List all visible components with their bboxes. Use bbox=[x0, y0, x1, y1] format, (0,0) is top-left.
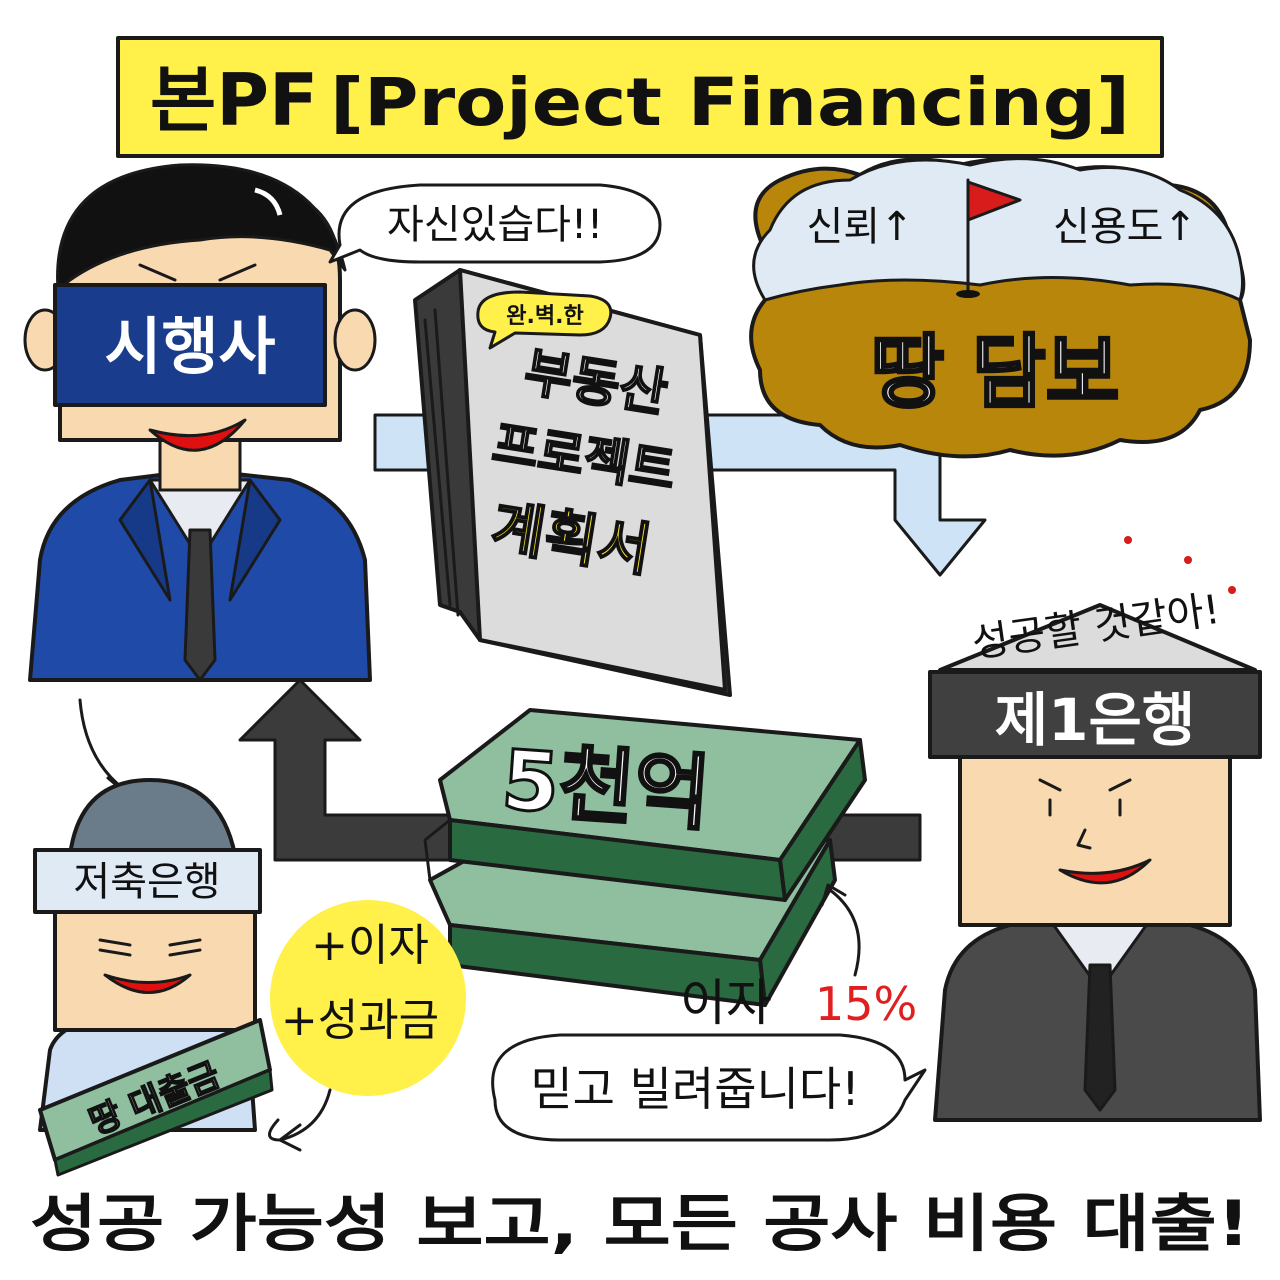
caption: 성공 가능성 보고, 모든 공사 비용 대출! bbox=[30, 1187, 1250, 1260]
bonus-line1: +이자 bbox=[311, 920, 429, 971]
collateral-trust: 신뢰↑ bbox=[806, 204, 913, 250]
bank1-speech: 믿고 빌려줍니다! bbox=[530, 1062, 859, 1116]
developer-speech: 자신있습다!! bbox=[387, 202, 603, 248]
bank1-speech-bubble: 믿고 빌려줍니다! bbox=[491, 1033, 927, 1142]
title-banner: 본PF [Project Financing] bbox=[116, 36, 1164, 158]
collateral-credit: 신용도↑ bbox=[1053, 204, 1197, 250]
bank1-character: 제1은행 성공할 것같아! bbox=[928, 536, 1262, 1122]
bank1-label: 제1은행 bbox=[995, 686, 1195, 754]
savings-bank-label: 저축은행 bbox=[73, 859, 220, 905]
developer-character: 시행사 bbox=[23, 163, 377, 682]
bonus-note: +이자 +성과금 bbox=[268, 900, 466, 1152]
interest-note: 이자 15% bbox=[680, 883, 917, 1032]
interest-rate: 15% bbox=[815, 977, 917, 1031]
collateral-land: 땅 담보 bbox=[871, 326, 1120, 419]
title-prefix: 본PF bbox=[150, 58, 318, 142]
plan-book: 완.벽.한 부동산 프로젝트 계획서 bbox=[413, 268, 732, 697]
plan-book-tag: 완.벽.한 bbox=[506, 304, 583, 329]
bonus-line2: +성과금 bbox=[281, 995, 439, 1046]
money-amount: 5천억 bbox=[499, 733, 713, 842]
interest-label: 이자 bbox=[680, 974, 772, 1032]
developer-speech-bubble: 자신있습다!! bbox=[328, 183, 662, 264]
money-stack: 5천억 bbox=[423, 708, 867, 1007]
developer-label: 시행사 bbox=[104, 310, 275, 383]
land-collateral: 신뢰↑ 신용도↑ 땅 담보 bbox=[749, 156, 1252, 459]
savings-bank-character: 저축은행 땅 대출금 bbox=[33, 698, 274, 1177]
title-text: [Project Financing] bbox=[330, 64, 1130, 141]
